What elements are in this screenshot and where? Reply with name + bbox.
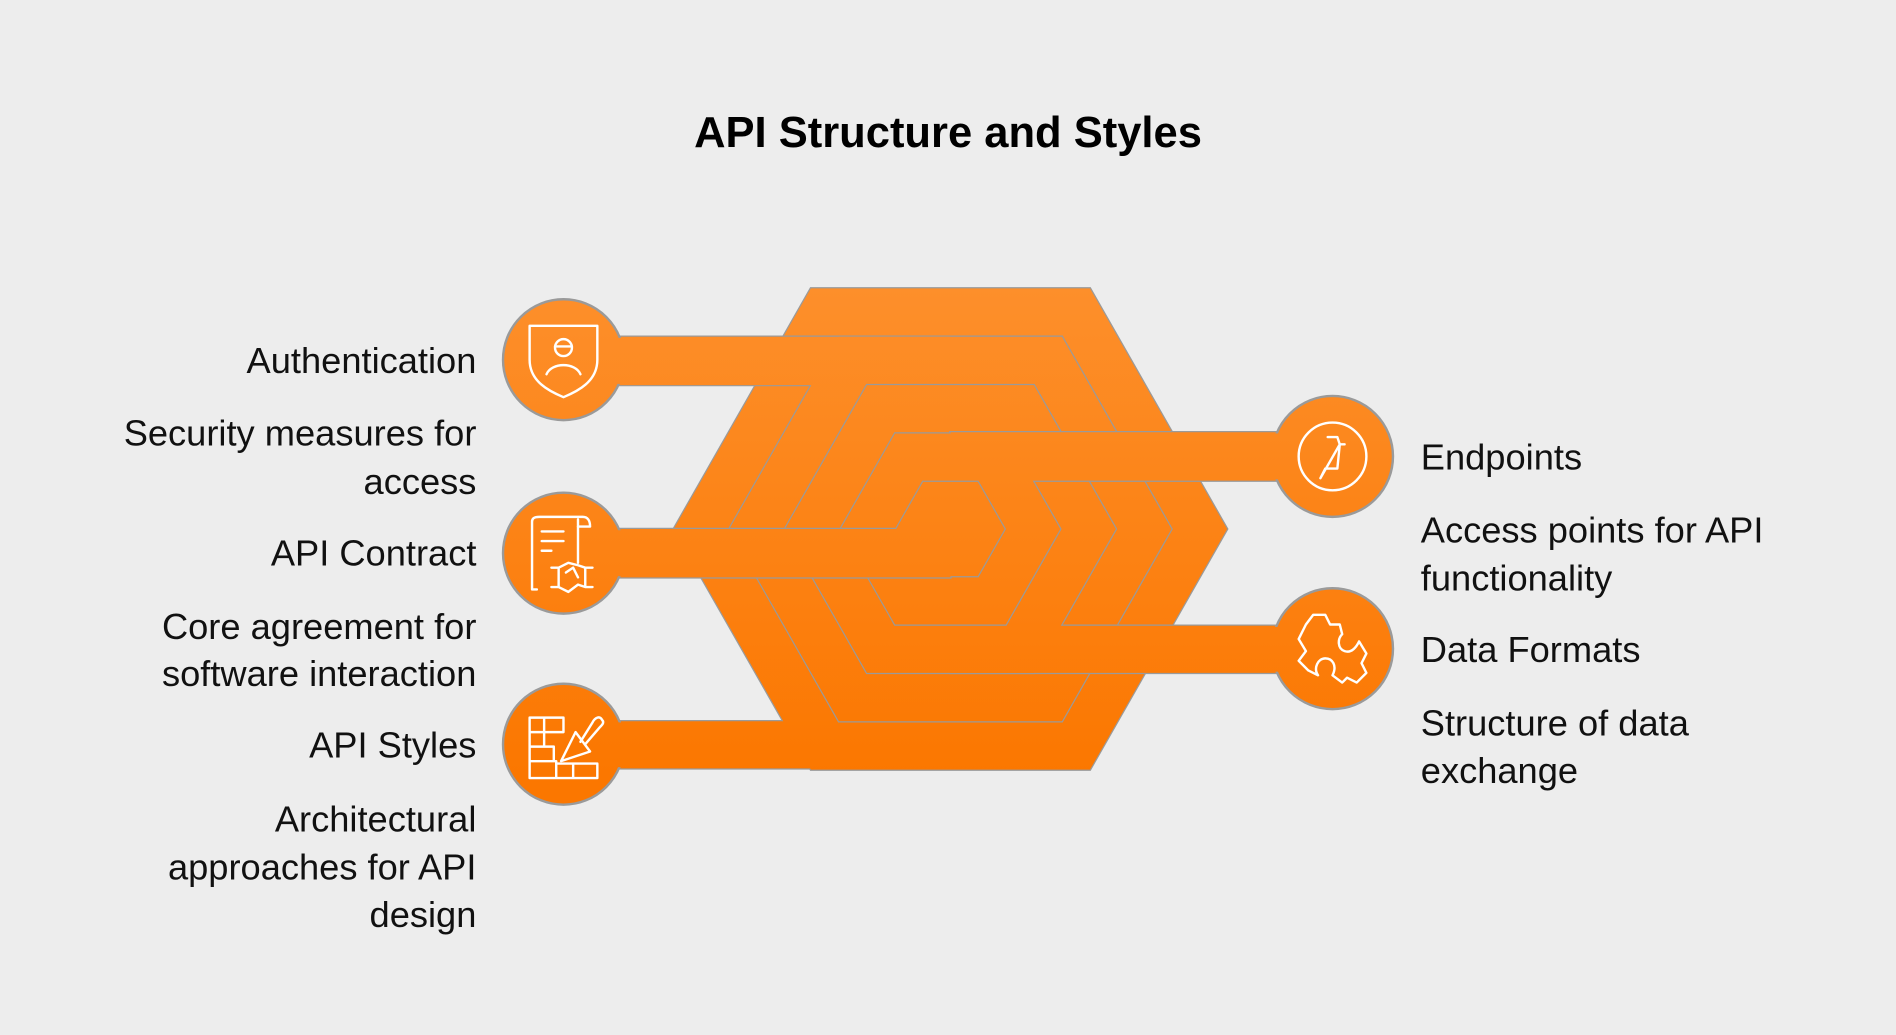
endpoints-desc: functionality bbox=[1421, 558, 1613, 599]
brick-trowel-icon bbox=[528, 716, 605, 780]
api-styles-band bbox=[562, 287, 1229, 771]
data-formats-circle bbox=[1264, 587, 1395, 711]
authentication-desc: Security measures for bbox=[124, 413, 477, 454]
hexagon-structure bbox=[562, 287, 1334, 771]
api-styles-desc: design bbox=[370, 894, 477, 935]
page-title: API Structure and Styles bbox=[694, 109, 1202, 157]
endpoint-pin-icon bbox=[1297, 421, 1368, 492]
api-contract-desc: software interaction bbox=[162, 653, 476, 694]
authentication-desc: access bbox=[364, 461, 477, 502]
data-formats-title: Data Formats bbox=[1421, 629, 1641, 670]
endpoints-title: Endpoints bbox=[1421, 437, 1582, 478]
shield-user-icon bbox=[528, 324, 599, 399]
data-formats-desc: exchange bbox=[1421, 750, 1578, 791]
contract-handshake-icon bbox=[530, 515, 594, 594]
api-contract-title: API Contract bbox=[271, 532, 477, 573]
api-styles-circle bbox=[501, 682, 632, 806]
api-styles-title: API Styles bbox=[309, 725, 476, 766]
api-contract-desc: Core agreement for bbox=[162, 606, 476, 647]
api-styles-desc: Architectural bbox=[275, 798, 477, 839]
data-formats-desc: Structure of data bbox=[1421, 703, 1690, 744]
endpoints-desc: Access points for API bbox=[1421, 509, 1764, 550]
api-styles-desc: approaches for API bbox=[168, 847, 476, 888]
authentication-title: Authentication bbox=[247, 340, 477, 381]
puzzle-icon bbox=[1297, 613, 1368, 684]
